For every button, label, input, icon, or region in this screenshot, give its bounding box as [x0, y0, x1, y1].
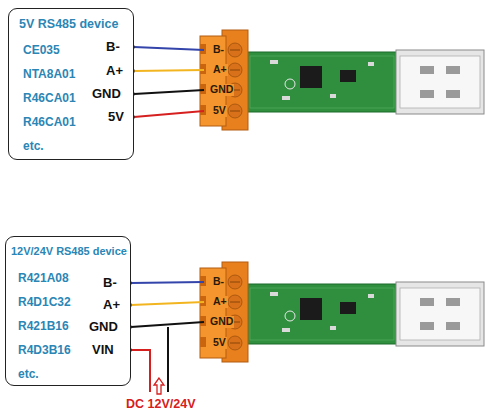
- terminal-label: A+: [212, 296, 228, 308]
- terminal-label: B-: [212, 276, 225, 288]
- model-name: R421B16: [18, 319, 69, 333]
- pin-name: B-: [106, 40, 120, 54]
- model-name: R46CA01: [23, 91, 76, 105]
- model-name: R4D3B16: [18, 343, 71, 357]
- terminal-label: B-: [212, 44, 225, 56]
- model-name: NTA8A01: [23, 67, 75, 81]
- pin-name: VIN: [92, 343, 114, 357]
- model-name: R421A08: [18, 271, 69, 285]
- supply-label: DC 12V/24V: [126, 398, 195, 412]
- terminal-label: A+: [212, 64, 228, 76]
- model-name: etc.: [23, 139, 44, 153]
- device-heading: 5V RS485 device: [19, 17, 118, 31]
- device-box: 5V RS485 deviceCE035NTA8A01R46CA01R46CA0…: [8, 8, 134, 160]
- pin-name: GND: [92, 87, 121, 101]
- pin-name: B-: [103, 276, 117, 290]
- device-heading: 12V/24V RS485 device: [11, 245, 127, 257]
- model-name: etc.: [18, 367, 39, 381]
- pin-name: 5V: [108, 110, 124, 124]
- terminal-label: GND: [209, 316, 234, 328]
- pin-name: A+: [106, 64, 123, 78]
- terminal-label: 5V: [212, 105, 227, 117]
- terminal-label: 5V: [212, 337, 227, 349]
- pin-name: GND: [89, 320, 118, 334]
- model-name: CE035: [23, 43, 60, 57]
- model-name: R46CA01: [23, 115, 76, 129]
- model-name: R4D1C32: [18, 295, 71, 309]
- pin-name: A+: [103, 298, 120, 312]
- terminal-label: GND: [209, 84, 234, 96]
